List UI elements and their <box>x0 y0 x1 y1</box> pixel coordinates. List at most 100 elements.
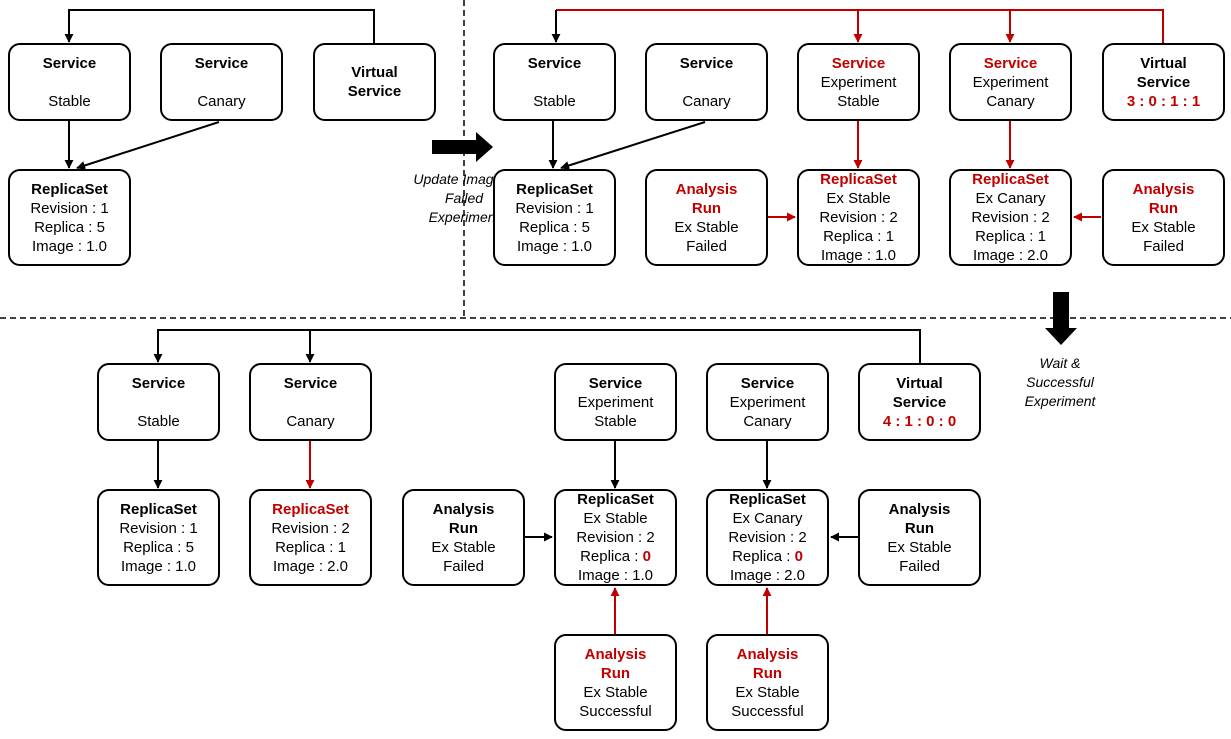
node-title: ReplicaSet <box>972 171 1049 188</box>
node-title: Analysis <box>675 180 738 198</box>
node-title: Virtual <box>1140 54 1187 72</box>
p2-service-experiment-stable: Service Experiment Stable <box>797 43 920 121</box>
node-title: ReplicaSet <box>516 180 593 198</box>
panel3-connectors <box>153 329 921 634</box>
transition-arrow-down <box>1045 292 1077 345</box>
p2-replicaset-ex-canary: ReplicaSet Ex Canary Revision : 2 Replic… <box>949 169 1072 266</box>
node-title: Run <box>600 664 631 682</box>
node-line: Ex Stable <box>431 538 496 556</box>
node-image: Image : 1.0 <box>120 557 197 575</box>
node-title: Run <box>448 519 479 537</box>
transition-caption-wait: Wait & Successful Experiment <box>1024 355 1096 409</box>
node-title: Service <box>892 393 947 411</box>
replica-value: 0 <box>794 548 803 565</box>
node-line: Failed <box>1143 237 1184 255</box>
node-replica: Replica : 5 <box>519 218 590 236</box>
node-line: Ex Stable <box>1131 218 1196 236</box>
node-title: Run <box>752 664 783 682</box>
node-title: Virtual <box>896 374 943 392</box>
node-replica: Replica : 5 <box>34 218 105 236</box>
node-title: Service <box>588 374 643 392</box>
node-subtitle: Canary <box>682 92 731 110</box>
node-line: Failed <box>686 237 727 255</box>
p3-service-experiment-stable: Service Experiment Stable <box>554 363 677 441</box>
traffic-weights: 3 : 0 : 1 : 1 <box>1126 92 1201 110</box>
node-line: Failed <box>443 557 484 575</box>
node-replica: Replica : 1 <box>975 228 1046 245</box>
node-title: Analysis <box>888 500 951 518</box>
node-title: Analysis <box>736 645 799 663</box>
node-title: Service <box>194 54 249 72</box>
node-line: Ex Stable <box>583 510 648 527</box>
panel2-connectors <box>548 9 1164 222</box>
node-line: Canary <box>743 412 792 430</box>
node-image: Image : 1.0 <box>577 567 654 584</box>
p2-analysis-run-left: Analysis Run Ex Stable Failed <box>645 169 768 266</box>
node-title: Virtual <box>351 64 398 81</box>
replica-label: Replica : <box>580 548 643 565</box>
node-line: Stable <box>837 92 880 110</box>
p3-analysis-run-successful-1: Analysis Run Ex Stable Successful <box>554 634 677 731</box>
node-revision: Revision : 2 <box>819 209 898 226</box>
p3-analysis-run-left: Analysis Run Ex Stable Failed <box>402 489 525 586</box>
node-title: Run <box>1148 199 1179 217</box>
node-title: Service <box>131 374 186 392</box>
node-line: Canary <box>986 92 1035 110</box>
node-title: ReplicaSet <box>31 180 108 198</box>
node-line: Failed <box>899 557 940 575</box>
node-line: Ex Stable <box>887 538 952 556</box>
node-replica: Replica : 5 <box>123 538 194 556</box>
node-title: Analysis <box>584 645 647 663</box>
p3-service-experiment-canary: Service Experiment Canary <box>706 363 829 441</box>
node-image: Image : 2.0 <box>729 567 806 584</box>
node-title: Service <box>679 54 734 72</box>
node-line: Ex Stable <box>735 683 800 701</box>
node-subtitle: Canary <box>197 92 246 110</box>
node-image: Image : 1.0 <box>820 247 897 264</box>
node-title: Service <box>527 54 582 72</box>
p1-virtual-service: Virtual Service <box>313 43 436 121</box>
p3-analysis-run-successful-2: Analysis Run Ex Stable Successful <box>706 634 829 731</box>
p3-replicaset-canary: ReplicaSet Revision : 2 Replica : 1 Imag… <box>249 489 372 586</box>
node-title: ReplicaSet <box>120 500 197 518</box>
node-revision: Revision : 2 <box>576 529 655 546</box>
p2-service-experiment-canary: Service Experiment Canary <box>949 43 1072 121</box>
node-image: Image : 2.0 <box>272 557 349 575</box>
node-title: Service <box>42 54 97 72</box>
p2-service-stable: Service Stable <box>493 43 616 121</box>
node-replica: Replica : 0 <box>580 547 651 566</box>
p1-service-stable: Service Stable <box>8 43 131 121</box>
node-line: Ex Canary <box>975 190 1046 207</box>
node-revision: Revision : 2 <box>271 519 350 537</box>
node-title: Service <box>283 374 338 392</box>
panel1-connectors <box>64 9 375 170</box>
node-revision: Revision : 1 <box>119 519 198 537</box>
node-title: Service <box>740 374 795 392</box>
node-title: ReplicaSet <box>820 171 897 188</box>
node-revision: Revision : 2 <box>728 529 807 546</box>
node-title: Service <box>1136 73 1191 91</box>
node-title: Service <box>347 83 402 100</box>
node-image: Image : 1.0 <box>31 237 108 255</box>
node-line: Stable <box>594 412 637 430</box>
transition-arrow-right <box>432 132 493 162</box>
p2-virtual-service: Virtual Service 3 : 0 : 1 : 1 <box>1102 43 1225 121</box>
node-title: Analysis <box>1132 180 1195 198</box>
node-title: ReplicaSet <box>729 491 806 508</box>
node-line: Experiment <box>729 393 806 411</box>
node-line: Ex Stable <box>583 683 648 701</box>
p3-replicaset-ex-stable: ReplicaSet Ex Stable Revision : 2 Replic… <box>554 489 677 586</box>
node-title: Analysis <box>432 500 495 518</box>
node-title: Service <box>831 54 886 72</box>
node-replica: Replica : 1 <box>275 538 346 556</box>
node-title: ReplicaSet <box>577 491 654 508</box>
p1-replicaset: ReplicaSet Revision : 1 Replica : 5 Imag… <box>8 169 131 266</box>
p2-service-canary: Service Canary <box>645 43 768 121</box>
node-subtitle: Stable <box>137 412 180 430</box>
transition-caption-update: Update Image & Failed Experiment <box>413 171 515 225</box>
node-line: Experiment <box>972 73 1049 91</box>
p2-replicaset: ReplicaSet Revision : 1 Replica : 5 Imag… <box>493 169 616 266</box>
node-title: Run <box>691 199 722 217</box>
